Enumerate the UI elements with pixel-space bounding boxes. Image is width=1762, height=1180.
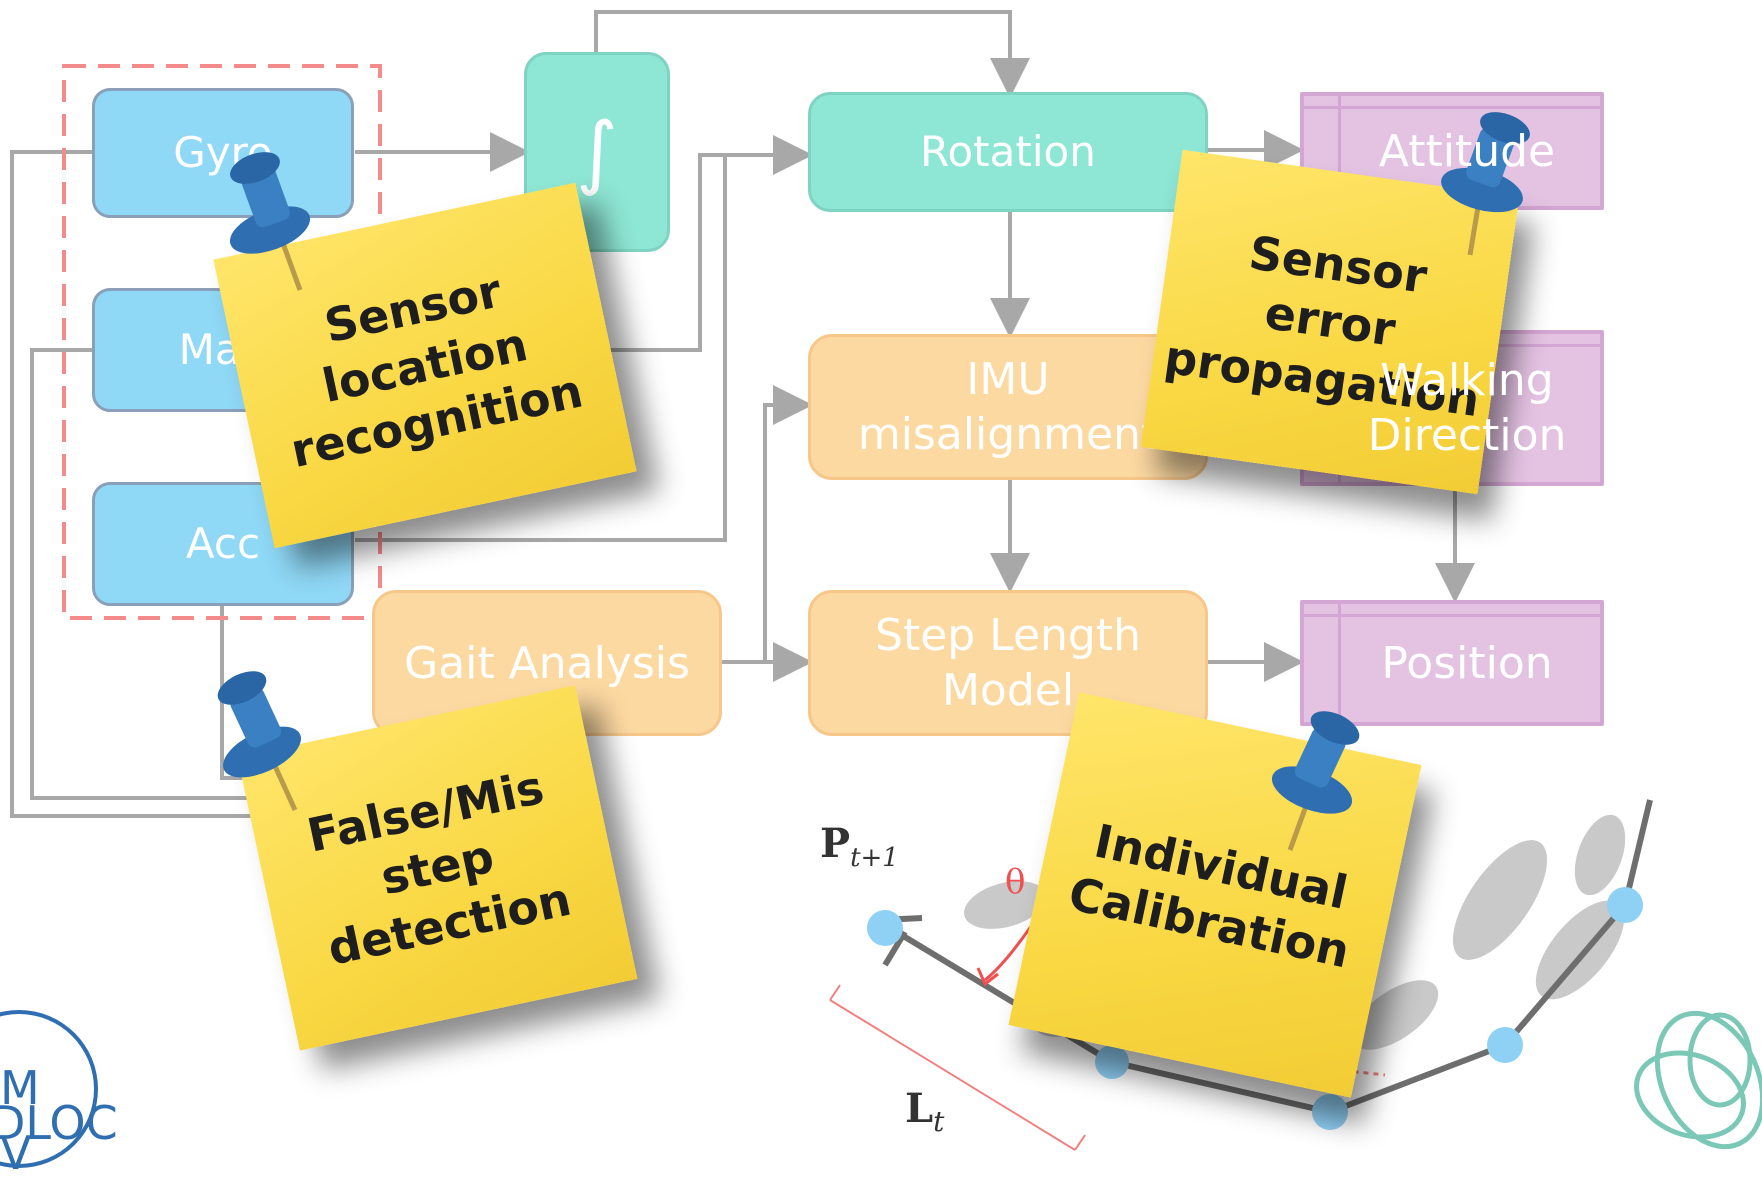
imu-misalignment-block: IMU misalignment xyxy=(808,334,1208,480)
logo-line-2: DLOC xyxy=(0,1096,118,1150)
pushpin-icon xyxy=(217,671,301,812)
logo-line-1: M xyxy=(0,1061,40,1115)
trajectory-node xyxy=(1487,1027,1523,1063)
false-step-text: False/Mis step detection xyxy=(302,759,576,976)
rotation-label: Rotation xyxy=(920,126,1096,176)
trajectory-node xyxy=(867,910,903,946)
heading-label: Walking Direction xyxy=(1367,355,1567,461)
footprint-icon xyxy=(1351,980,1439,1050)
gait-analysis-label: Gait Analysis xyxy=(404,637,690,689)
theta-symbol: θ xyxy=(1005,862,1026,902)
pushpin-icon xyxy=(229,152,311,291)
length-symbol: L xyxy=(905,1085,934,1132)
acc-block: Acc xyxy=(92,482,354,606)
position-label: Position xyxy=(1381,637,1553,689)
imu-misalignment-label: IMU misalignment xyxy=(857,354,1159,460)
logo-line-3: V xyxy=(0,1126,32,1180)
length-bracket xyxy=(829,984,1086,1151)
pushpin-icon xyxy=(1271,711,1360,851)
acc-label: Acc xyxy=(185,518,261,568)
length-label: Lt xyxy=(905,1085,944,1138)
knot-logo-icon xyxy=(1634,1010,1762,1150)
p-next-label: Pt+1 xyxy=(820,820,899,873)
trajectory-node xyxy=(1312,1094,1348,1130)
footprint-icon xyxy=(1535,900,1625,1000)
position-block: Position xyxy=(1300,600,1604,726)
trajectory-node xyxy=(1095,1045,1129,1079)
footprint-icon xyxy=(1574,814,1626,896)
p-next-subscript: t+1 xyxy=(850,843,899,873)
footprint-icon xyxy=(964,881,1046,929)
rotation-block: Rotation xyxy=(808,92,1208,212)
theta-label: θ xyxy=(1005,862,1025,902)
gyro-block: Gyro xyxy=(92,88,354,218)
length-subscript: t xyxy=(933,1105,945,1138)
heading-block: Walking Direction xyxy=(1300,330,1604,486)
attitude-label: Attitude xyxy=(1378,125,1556,177)
trajectory-node xyxy=(1607,887,1643,923)
p-next-symbol: P xyxy=(820,820,851,867)
step-length-label: Step Length Model xyxy=(875,610,1141,716)
pushpin-icon xyxy=(1441,112,1530,256)
footprint-icon xyxy=(1452,840,1548,960)
integral-symbol: ∫ xyxy=(576,105,618,198)
